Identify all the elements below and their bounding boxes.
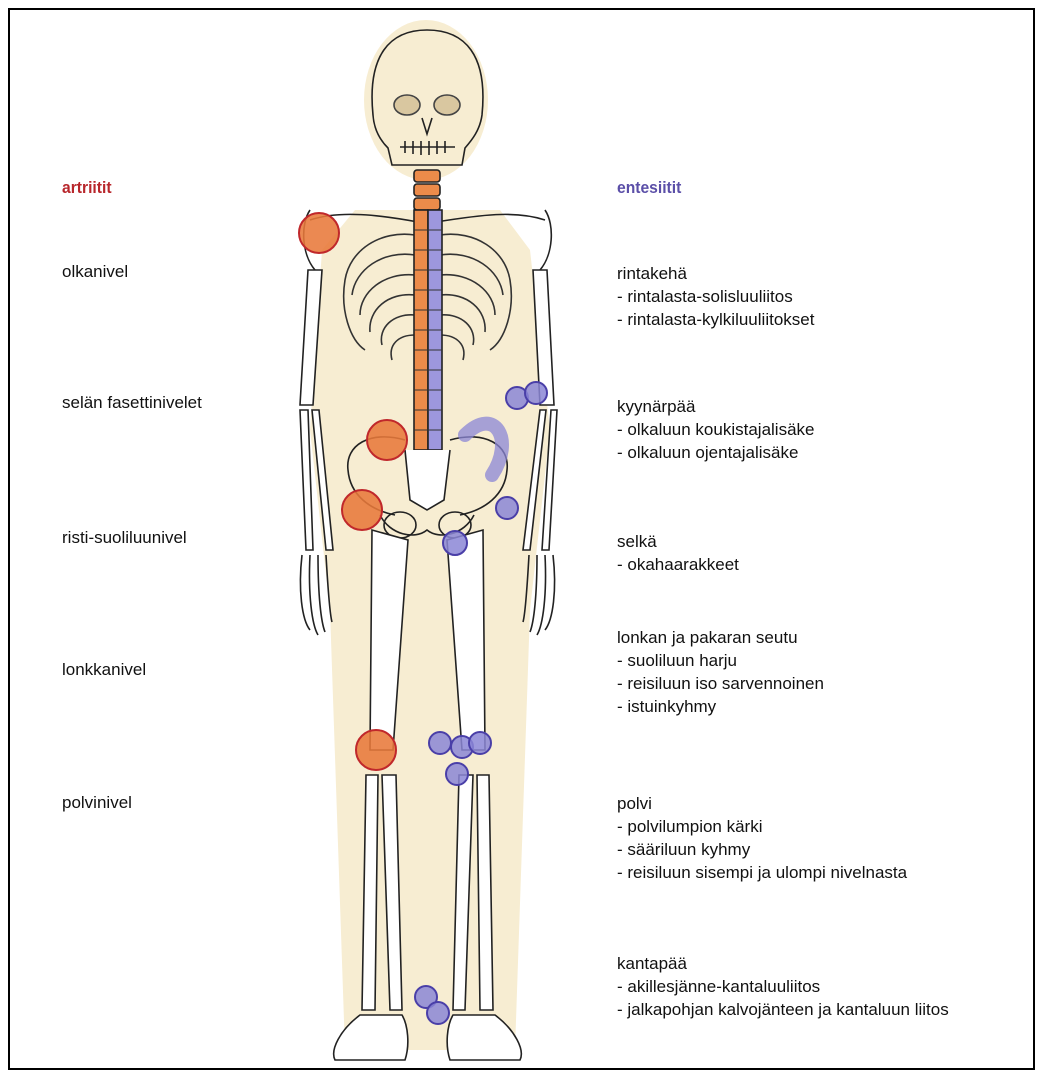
label-lonkkanivel: lonkkanivel [62, 660, 146, 680]
spine [414, 210, 442, 450]
group-title: polvi [617, 792, 907, 815]
marker-knee-left [356, 730, 396, 770]
group-item: - reisiluun sisempi ja ulompi nivelnasta [617, 861, 907, 884]
group-item: - istuinkyhmy [617, 695, 824, 718]
group-item: - sääriluun kyhmy [617, 838, 907, 861]
marker-hip [496, 497, 518, 519]
group-item: - suoliluun harju [617, 649, 824, 672]
group-kantapaa: kantapää - akillesjänne-kantaluuliitos -… [617, 952, 949, 1021]
group-rintakeha: rintakehä - rintalasta-solisluuliitos - … [617, 262, 814, 331]
group-item: - okahaarakkeet [617, 553, 739, 576]
group-title: kyynärpää [617, 395, 815, 418]
marker-shoulder [299, 213, 339, 253]
group-item: - akillesjänne-kantaluuliitos [617, 975, 949, 998]
figure-frame: artriitit olkanivel selän fasettinivelet… [8, 8, 1035, 1070]
group-kyynarpaa: kyynärpää - olkaluun koukistajalisäke - … [617, 395, 815, 464]
marker-knee-1 [429, 732, 451, 754]
marker-knee-3 [469, 732, 491, 754]
arthritis-heading: artriitit [62, 178, 112, 198]
marker-heel-2 [427, 1002, 449, 1024]
marker-tibia [446, 763, 468, 785]
group-title: kantapää [617, 952, 949, 975]
marker-ischium [443, 531, 467, 555]
group-lonkka: lonkan ja pakaran seutu - suoliluun harj… [617, 626, 824, 718]
label-selan-fasettinivelet: selän fasettinivelet [62, 393, 202, 413]
group-title: selkä [617, 530, 739, 553]
label-risti-suoliluunivel: risti-suoliluunivel [62, 528, 187, 548]
enthesitis-heading: entesiitit [617, 178, 681, 198]
marker-facet-joint [367, 420, 407, 460]
group-polvi: polvi - polvilumpion kärki - sääriluun k… [617, 792, 907, 884]
group-item: - rintalasta-kylkiluuliitokset [617, 308, 814, 331]
group-selka: selkä - okahaarakkeet [617, 530, 739, 576]
group-item: - olkaluun koukistajalisäke [617, 418, 815, 441]
label-olkanivel: olkanivel [62, 262, 128, 282]
group-item: - rintalasta-solisluuliitos [617, 285, 814, 308]
left-hand [300, 555, 332, 635]
group-item: - olkaluun ojentajalisäke [617, 441, 815, 464]
label-polvinivel: polvinivel [62, 793, 132, 813]
group-item: - reisiluun iso sarvennoinen [617, 672, 824, 695]
cervical-spine [414, 170, 440, 210]
group-item: - polvilumpion kärki [617, 815, 907, 838]
group-title: rintakehä [617, 262, 814, 285]
group-title: lonkan ja pakaran seutu [617, 626, 824, 649]
group-item: - jalkapohjan kalvojänteen ja kantaluun … [617, 998, 949, 1021]
marker-sacroiliac [342, 490, 382, 530]
marker-elbow-2 [525, 382, 547, 404]
